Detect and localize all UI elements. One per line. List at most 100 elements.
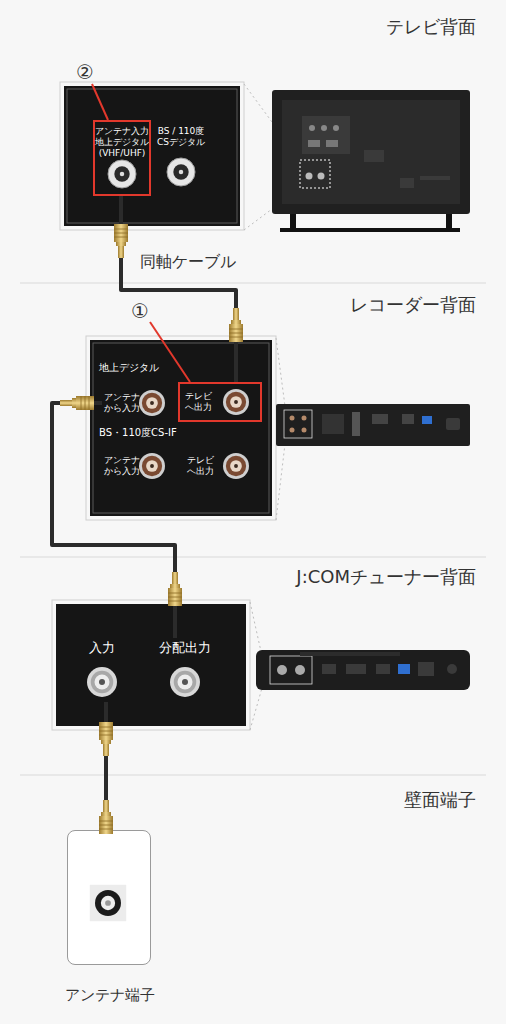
coax-port-symbol [68,831,152,966]
wall-outlet-plate: アンテナ端子 [67,830,151,965]
zoom-leader [244,188,300,230]
tv-port [400,178,414,188]
coax-plug [60,396,94,410]
recorder-port [302,428,307,433]
recorder-tv-out-port: テレビ へ出力 [178,382,262,422]
port-pin [99,679,105,685]
tv-body [272,90,470,214]
port-ring [139,390,165,416]
callout-leader [92,84,108,120]
port-pin [179,170,183,174]
port-pin [182,679,188,685]
port-pin [234,464,238,468]
separator-line [20,556,486,558]
recorder-port [290,428,295,433]
coax-plug [114,224,128,258]
tv-terminal-block [302,116,350,154]
tuner-port [376,664,390,674]
port-hole [146,397,158,409]
port-ring [142,393,162,413]
section-title: 壁面端子 [404,789,476,811]
inset-frame [52,600,250,730]
coax-cable [52,403,175,638]
recorder-body [276,404,470,446]
port-pin [150,464,154,468]
zoom-leaders [276,338,285,520]
zoom-leader [244,84,300,160]
port-ring [139,453,165,479]
recorder-port [302,416,307,421]
recorder-power-inlet [446,418,460,430]
edge-label: 同軸ケーブル [140,252,236,273]
recorder-antenna-in-port: アンテナ から入力 [102,387,170,419]
tuner-back-illustration [256,650,470,690]
tv-back-illustration [272,90,470,232]
port-hole [95,675,110,690]
zoom-leaders [244,84,300,230]
zoom-leaders [250,602,262,730]
coax-plug [99,722,113,756]
inset-background [64,86,240,226]
outlet-socket-base [90,885,126,921]
tv-stand [280,228,460,232]
callout-number: ① [131,299,149,323]
panel-group-label: 地上デジタル [99,362,159,374]
port-hole [230,396,242,408]
recorder-tv-out-port: テレビ へ出力 [180,446,262,486]
coax-plug [229,308,243,342]
recorder-usb-port [422,416,432,424]
section-separators [20,283,486,775]
port-ring [87,667,117,697]
port-label: アンテナ から入力 [104,392,144,414]
port-hole [114,166,129,181]
tv-highlight-box [300,160,330,188]
tuner-port [346,664,366,674]
port-ring [108,160,136,188]
tuner-usb-port [398,664,410,674]
port-hole [230,460,242,472]
tv-stand [290,214,296,230]
tuner-split-output-port: 分配出力 [150,638,220,702]
inset-inner-border [93,343,269,513]
recorder-port [322,414,344,434]
port-label: アンテナ入力 地上デジタル (VHF/UHF) [93,126,151,159]
section-title: レコーダー背面 [350,294,476,316]
port-hole [146,460,158,472]
port-hole [101,896,115,910]
port-label: テレビ へ出力 [185,391,217,413]
section-title: J:COMチューナー背面 [296,566,476,588]
tuner-input-port: 入力 [76,638,128,702]
port-ring [223,453,249,479]
inset-background [90,340,272,516]
tuner-port [277,665,287,675]
coax-plug [168,572,182,606]
tv-port [326,140,338,147]
recorder-back-illustration [276,404,470,446]
inset-background [56,604,246,726]
port-label: テレビ へ出力 [187,455,219,477]
port-ring [174,671,197,694]
tv-port [306,173,313,180]
coax-cable [104,702,108,830]
separator-line [20,282,486,284]
tv-port [333,125,339,131]
tuner-lan-port [418,662,434,676]
section-title: テレビ背面 [386,16,476,38]
port-ring [170,667,200,697]
port-ring [142,456,162,476]
recorder-port [290,416,295,421]
recorder-highlight [284,410,312,438]
tv-inset-panel [60,82,244,230]
inset-inner-border [67,89,237,223]
port-hole [178,675,193,690]
port-label: アンテナ端子 [38,986,182,1004]
port-label: 入力 [76,640,128,655]
port-label: 分配出力 [150,640,220,655]
bs-input-port: BS / 110度 CSデジタル [153,120,209,196]
inset-frame [60,82,244,230]
recorder-port [402,414,414,424]
tuner-highlight [270,656,312,684]
port-ring [226,456,246,476]
port-ring [223,389,249,415]
